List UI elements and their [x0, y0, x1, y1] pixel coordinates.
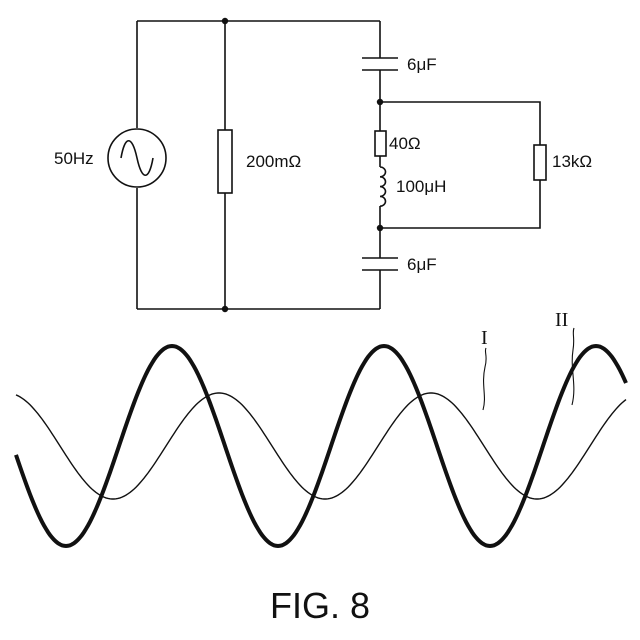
inductor-label: 100μH	[396, 177, 446, 196]
waveform-curve-2	[16, 346, 626, 546]
sine-wave-icon	[121, 141, 153, 176]
circuit-schematic	[108, 21, 546, 309]
resistor-series-symbol	[375, 131, 386, 156]
resistor-parallel-symbol	[534, 145, 546, 180]
figure-caption: FIG. 8	[270, 585, 370, 626]
junction-dot	[377, 99, 383, 105]
capacitor-top-label: 6μF	[407, 55, 437, 74]
resistor-parallel-label: 13kΩ	[552, 152, 592, 171]
source-frequency-label: 50Hz	[54, 149, 94, 168]
capacitor-top-symbol	[362, 58, 398, 70]
leader-line-curve-1	[483, 348, 486, 410]
resistor-shunt-symbol	[218, 130, 232, 193]
inductor-symbol	[380, 167, 386, 206]
capacitor-bottom-label: 6μF	[407, 255, 437, 274]
capacitor-bottom-symbol	[362, 258, 398, 270]
junction-dot	[222, 306, 228, 312]
curve-2-label: II	[555, 309, 568, 331]
shunt-resistor-label: 200mΩ	[246, 152, 301, 171]
junction-dot	[222, 18, 228, 24]
junction-dot	[377, 225, 383, 231]
resistor-series-label: 40Ω	[389, 134, 421, 153]
waveform-plot	[16, 328, 626, 546]
wire-parallel-loop	[380, 102, 540, 228]
curve-1-label: I	[481, 327, 488, 349]
